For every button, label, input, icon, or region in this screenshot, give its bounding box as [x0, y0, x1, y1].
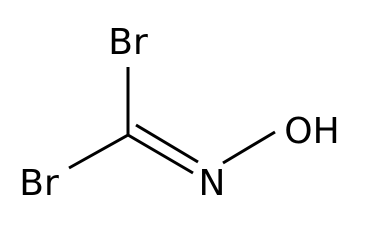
- atom-label-br-top: Br: [108, 22, 148, 63]
- atom-label-oh: OH: [284, 111, 339, 152]
- molecule-structure-diagram: Br Br N OH: [19, 22, 339, 204]
- bond-c-br-bottom: [68, 133, 129, 170]
- atom-label-br-bottom: Br: [19, 163, 59, 204]
- bond-n-o: [222, 130, 276, 165]
- atom-label-n: N: [199, 163, 226, 204]
- bond-c-n-double-1: [127, 133, 194, 175]
- bond-c-n-double-2: [135, 123, 199, 164]
